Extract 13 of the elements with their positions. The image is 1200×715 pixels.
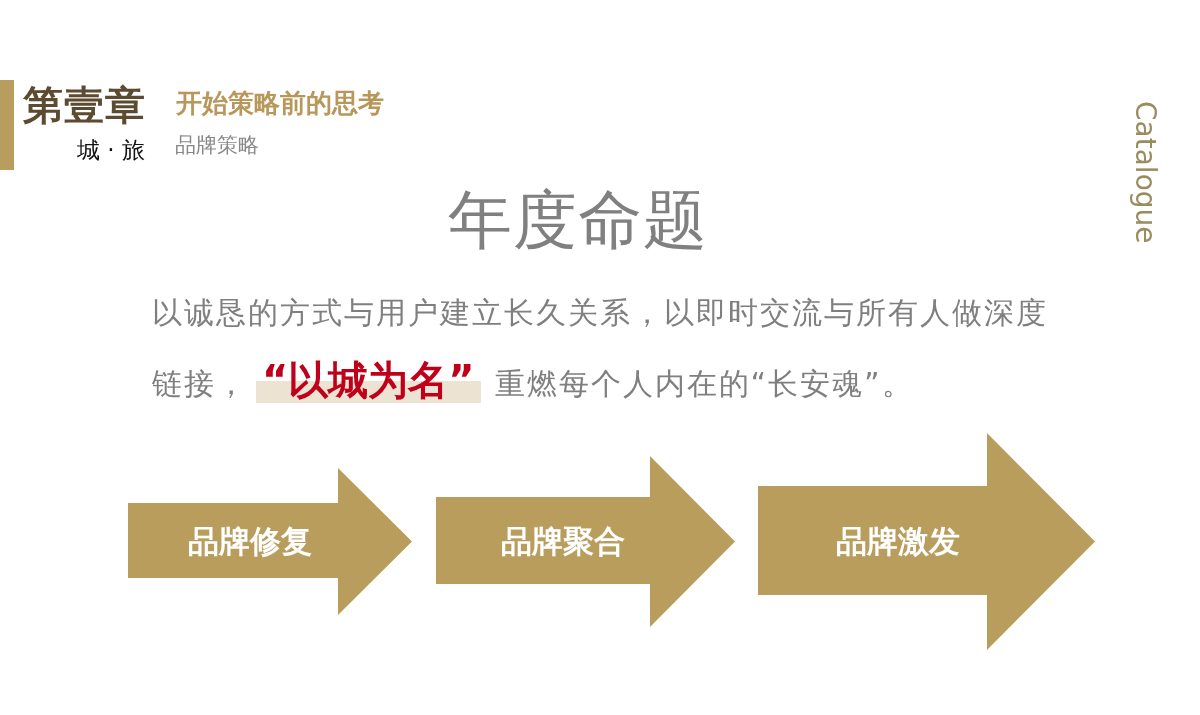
arrow-shape [128, 468, 412, 615]
arrow-label: 品牌修复 [188, 521, 312, 561]
page-title: 年度命题 [448, 181, 708, 259]
arrow-label: 品牌激发 [836, 521, 960, 561]
arrow-shape [758, 433, 1095, 650]
body-text: 以诚恳的方式与用户建立长久关系，以即时交流与所有人做深度链接，“以城为名”重燃每个人内在的“长安魂”。 [152, 294, 1049, 405]
tagline: 城 · 旅 [77, 135, 145, 165]
section-title: 开始策略前的思考 [176, 86, 384, 120]
vertical-label: Catalogue [1128, 100, 1162, 243]
section-subtitle: 品牌策略 [175, 132, 259, 159]
arrow-label: 品牌聚合 [501, 521, 625, 561]
arrow-shape [436, 456, 735, 627]
chapter-title: 第壹章 [22, 79, 146, 130]
